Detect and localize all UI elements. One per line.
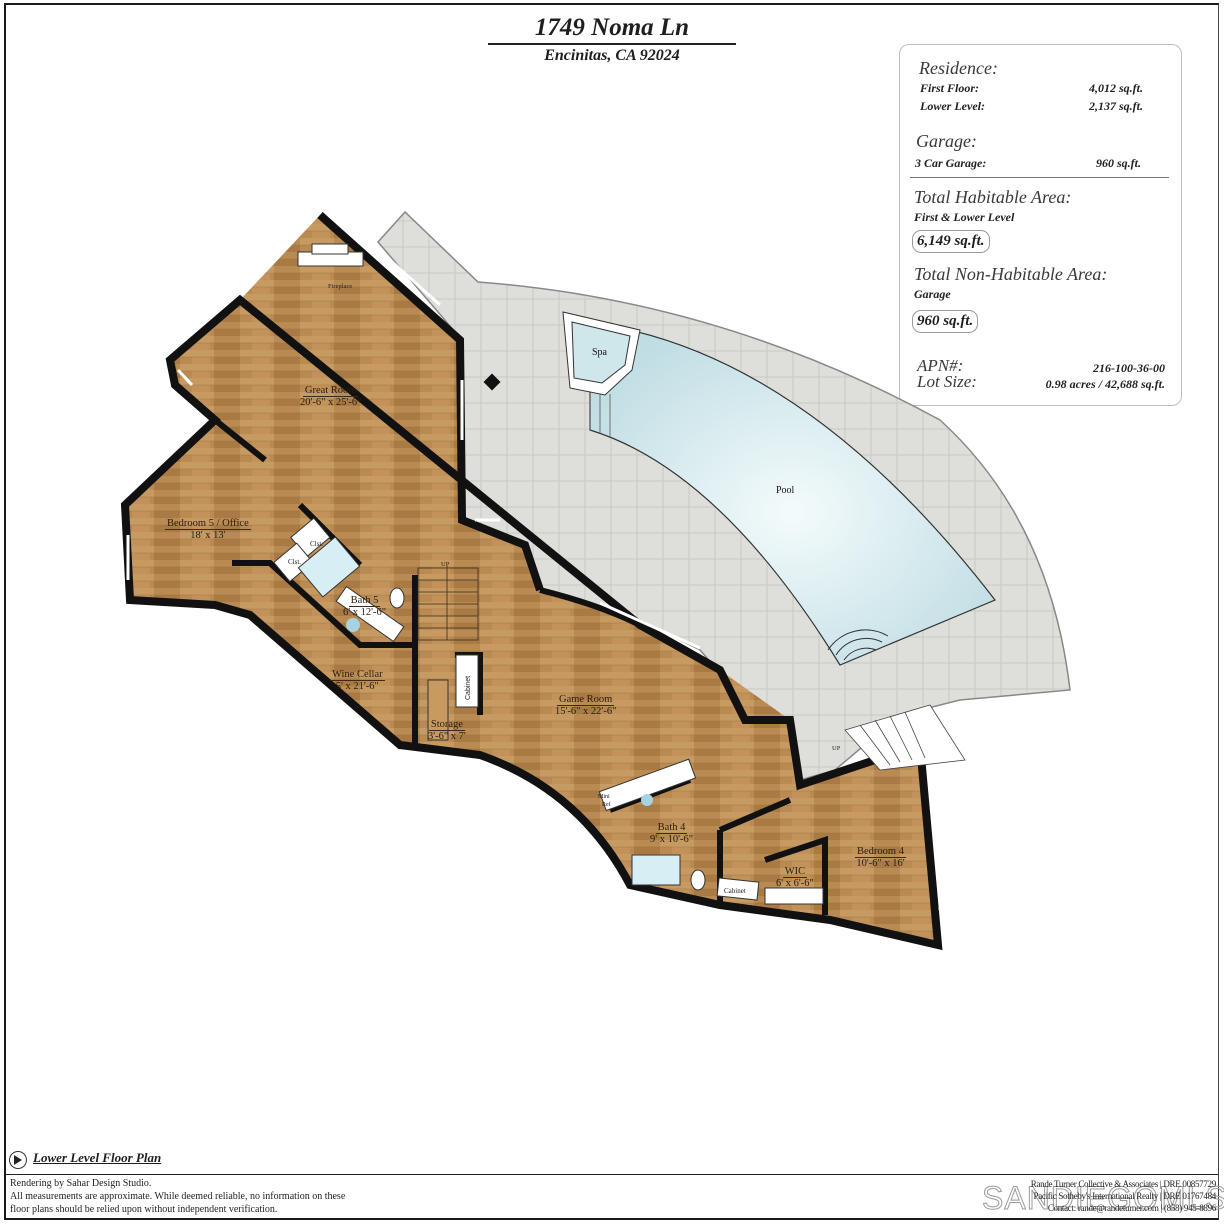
- property-address: 1749 Noma Ln: [534, 14, 690, 41]
- title-block: 1749 Noma Ln Encinitas, CA 92024: [488, 14, 736, 65]
- property-city: Encinitas, CA 92024: [544, 47, 680, 64]
- svg-text:UP: UP: [441, 561, 450, 568]
- room-label-wic: WIC 6' x 6'-6": [776, 866, 814, 889]
- room-label-great-room: Great Room 20'-6" x 25'-6": [300, 385, 362, 408]
- room-label-wine-cellar: Wine Cellar 5' x 21'-6": [330, 669, 385, 692]
- habitable-subtitle: First & Lower Level: [914, 210, 1015, 224]
- svg-text:Clst.: Clst.: [288, 558, 301, 566]
- lower-level-label: Lower Level:: [920, 99, 985, 113]
- area-summary-box: Residence: First Floor: 4,012 sq.ft. Low…: [899, 44, 1182, 406]
- room-label-bedroom-5: Bedroom 5 / Office 18' x 13': [165, 518, 251, 541]
- agent-credits: Rande Turner Collective & Associates | D…: [1030, 1179, 1217, 1213]
- interior-floor: [125, 215, 938, 945]
- pool-steps: [827, 629, 889, 661]
- svg-text:Ref: Ref: [602, 801, 611, 808]
- exterior-walls: [120, 212, 943, 951]
- svg-text:Clst.: Clst.: [310, 540, 323, 548]
- footer-divider: [6, 1174, 1218, 1175]
- room-label-game-room: Game Room 15'-6" x 22'-6": [555, 694, 617, 717]
- exterior-stairs: [844, 704, 966, 771]
- pool-water: [589, 324, 996, 666]
- garage-label: 3 Car Garage:: [915, 156, 987, 170]
- pool-label: Pool: [776, 485, 795, 496]
- lot-size-label: Lot Size:: [917, 372, 977, 391]
- svg-text:Cabinet: Cabinet: [465, 676, 472, 700]
- nonhabitable-subtitle: Garage: [914, 287, 951, 301]
- habitable-heading: Total Habitable Area:: [914, 187, 1072, 207]
- room-label-bath-4: Bath 4 9' x 10'-6": [650, 822, 694, 845]
- apn-value: 216-100-36-00: [1093, 361, 1165, 375]
- svg-text:Cabinet: Cabinet: [724, 887, 746, 895]
- nonhabitable-heading: Total Non-Habitable Area:: [914, 264, 1108, 284]
- nonhabitable-value-badge: 960 sq.ft.: [912, 310, 979, 333]
- fireplace-label: Fireplace: [328, 283, 352, 290]
- svg-text:UP: UP: [832, 745, 841, 752]
- garage-value: 960 sq.ft.: [1096, 156, 1141, 170]
- windows: [126, 258, 944, 911]
- room-label-bedroom-4: Bedroom 4 10'-6" x 16': [855, 846, 906, 869]
- room-label-storage: Storage 3'-6" x 7': [428, 719, 466, 742]
- lot-size-value: 0.98 acres / 42,688 sq.ft.: [1045, 377, 1165, 391]
- room-label-bath-5: Bath 5 6' x 12'-6": [343, 595, 387, 618]
- title-divider: [488, 43, 736, 45]
- disclaimer: Rendering by Sahar Design Studio. All me…: [10, 1178, 346, 1215]
- mls-watermark: SANDIEGOMLS: [982, 1180, 1224, 1217]
- north-arrow-icon: [9, 1151, 27, 1169]
- lower-level-value: 2,137 sq.ft.: [1089, 99, 1143, 113]
- stairs: [417, 566, 479, 641]
- apn-label: APN#:: [917, 356, 964, 375]
- residence-heading: Residence:: [919, 58, 998, 78]
- summary-divider: [910, 177, 1169, 178]
- habitable-value-badge: 6,149 sq.ft.: [912, 230, 990, 253]
- svg-text:Mini: Mini: [598, 794, 610, 800]
- spa-label: Spa: [592, 347, 608, 358]
- garage-heading: Garage:: [916, 131, 977, 151]
- page-frame: [4, 3, 1219, 1220]
- first-floor-label: First Floor:: [920, 81, 980, 95]
- plan-name: Lower Level Floor Plan: [33, 1150, 162, 1165]
- first-floor-value: 4,012 sq.ft.: [1089, 81, 1143, 95]
